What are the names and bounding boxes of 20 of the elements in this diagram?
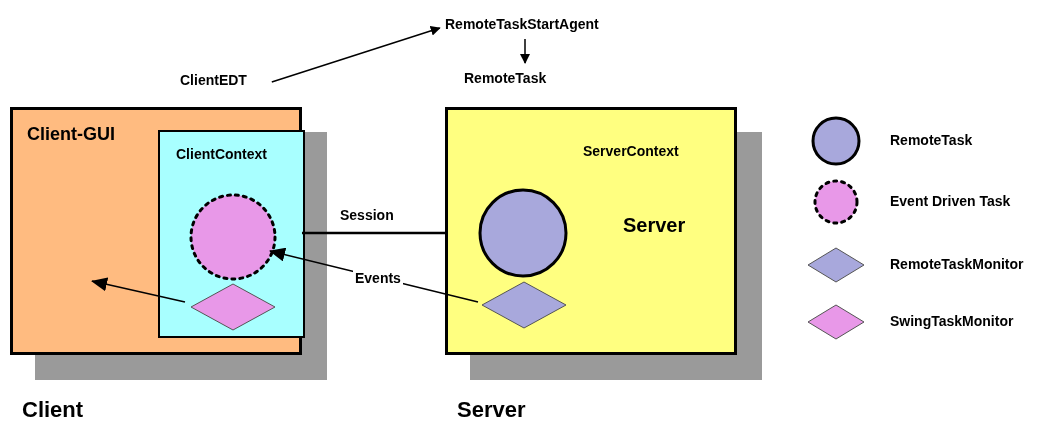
- legend-label: SwingTaskMonitor: [890, 313, 1014, 329]
- edge-label: Events: [353, 270, 403, 286]
- panel-heading: Server: [623, 214, 686, 237]
- node-label: RemoteTask: [464, 70, 574, 90]
- legend-label: Event Driven Task: [890, 193, 1011, 209]
- group-caption: Server: [457, 397, 526, 423]
- node-label: RemoteTaskStartAgent: [445, 16, 620, 36]
- legend-label: RemoteTaskMonitor: [890, 256, 1024, 272]
- group-caption: Client: [22, 397, 84, 423]
- arrow: [91, 277, 186, 303]
- node-label: ClientEDT: [180, 72, 270, 92]
- arrow: [271, 26, 441, 83]
- connector-line: [302, 231, 445, 235]
- edge-label: Session: [339, 207, 395, 223]
- panel-title: Client-GUI: [27, 124, 115, 145]
- context-panel: [158, 130, 305, 338]
- arrow: [520, 38, 530, 64]
- panel-title: ClientContext: [176, 146, 267, 162]
- legend-label: RemoteTask: [890, 132, 973, 148]
- panel-title: ServerContext: [583, 143, 679, 159]
